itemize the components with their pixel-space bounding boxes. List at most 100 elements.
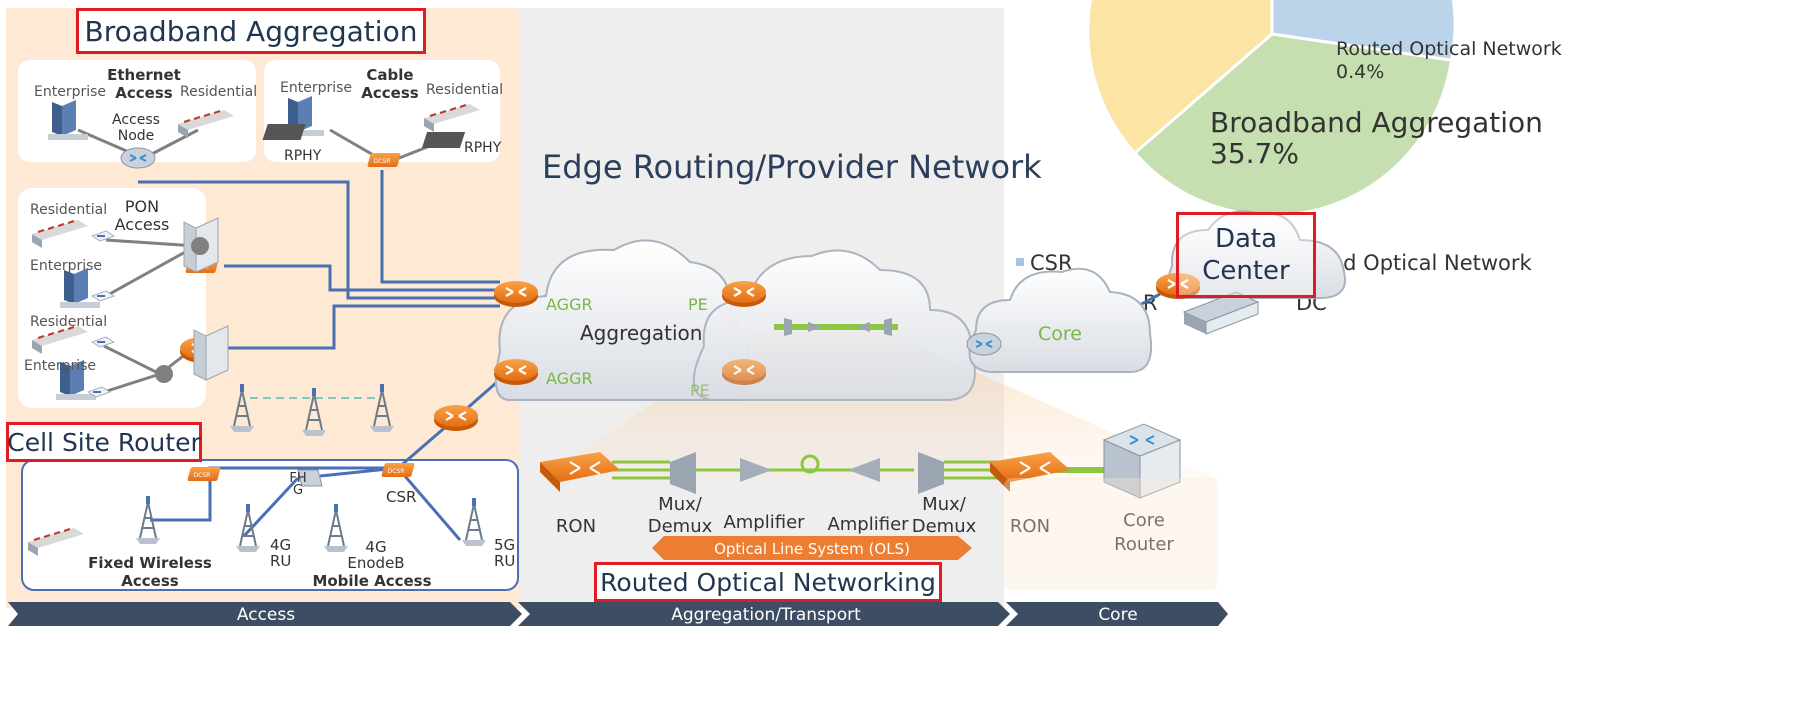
pe-bottom-label: PE bbox=[690, 381, 710, 400]
aggr-router-top bbox=[492, 279, 540, 309]
bar-transport bbox=[518, 602, 1010, 626]
bar-core-label: Core bbox=[1098, 605, 1137, 625]
4g-enodeb-label: EnodeB bbox=[347, 554, 404, 572]
highlight-cell-site-text: Cell Site Router bbox=[7, 427, 201, 457]
rphy-left-icon bbox=[262, 124, 306, 140]
amplifier-left-icon bbox=[740, 458, 772, 482]
ron-right-icon bbox=[990, 452, 1070, 492]
pie-label-ron-pct: 0.4% bbox=[1336, 61, 1384, 83]
dc-server-icon bbox=[1182, 291, 1260, 335]
pie-label-bb-name: Broadband Aggregation bbox=[1210, 106, 1543, 139]
amplifier-right-label: Amplifier bbox=[827, 514, 909, 535]
pie-slice-broadband bbox=[1136, 34, 1450, 214]
bar-transport-label: Aggregation/Transport bbox=[671, 605, 861, 625]
access-node-label: Access bbox=[112, 112, 160, 128]
pie-label-ron-name: Routed Optical Network bbox=[1336, 38, 1562, 60]
bar-access bbox=[8, 602, 522, 626]
4g-enodeb-label: 4G bbox=[365, 538, 386, 556]
cable-residential-label: Residential bbox=[426, 82, 503, 98]
ethernet-access-title: Ethernet bbox=[107, 66, 181, 84]
csr-label: CSR bbox=[386, 488, 416, 506]
highlight-broadband-aggregation: Broadband Aggregation bbox=[76, 8, 426, 54]
core-cloud bbox=[968, 267, 1152, 373]
highlight-cell-site-router: Cell Site Router bbox=[6, 422, 202, 462]
splitter-icon bbox=[191, 237, 209, 255]
bar-core bbox=[1006, 602, 1228, 626]
pon-links bbox=[77, 128, 441, 394]
core-cloud-router-icon bbox=[966, 332, 1002, 356]
mux-left-label: Demux bbox=[648, 516, 713, 537]
fixed-wireless-label: Access bbox=[121, 572, 178, 590]
fiber-spool-icon bbox=[800, 454, 820, 474]
5g-ru-label: RU bbox=[494, 552, 515, 570]
amplifier-left-label: Amplifier bbox=[723, 512, 805, 533]
ethernet-access-title: Access bbox=[115, 84, 172, 102]
aggr-router-bottom bbox=[492, 357, 540, 387]
access-node-label: Node bbox=[118, 128, 155, 144]
mobile-access-label: Mobile Access bbox=[312, 572, 431, 590]
olt-2-icon bbox=[193, 325, 229, 381]
4g-ru-label: RU bbox=[270, 552, 291, 570]
hub-router bbox=[432, 403, 480, 433]
pon-access-card bbox=[18, 188, 206, 408]
pie-label-bb-pct: 35.7% bbox=[1210, 137, 1299, 170]
core-router-panel bbox=[1004, 478, 1218, 590]
highlight-broadband-text: Broadband Aggregation bbox=[84, 14, 418, 48]
highlight-data-center-line2: Center bbox=[1202, 256, 1290, 286]
core-router-label: Router bbox=[1114, 534, 1174, 555]
rphy-right-label: RPHY bbox=[464, 140, 502, 156]
aggr-bottom-label: AGGR bbox=[546, 369, 593, 388]
mux-right-label: Demux bbox=[912, 516, 977, 537]
cable-access-title: Access bbox=[361, 84, 418, 102]
core-router-icon bbox=[1102, 423, 1182, 499]
ron-right-label: RON bbox=[1010, 516, 1050, 537]
fh-label: G bbox=[293, 483, 303, 498]
access-node-icon bbox=[120, 147, 156, 169]
fh-gateway-icon bbox=[297, 469, 323, 487]
ols-label: Optical Line System (OLS) bbox=[714, 540, 910, 558]
amplifier-right-icon bbox=[848, 458, 880, 482]
pon-enterprise-label-2: Enterprise bbox=[24, 358, 96, 374]
highlight-routed-optical-text: Routed Optical Networking bbox=[600, 567, 936, 597]
cable-router bbox=[367, 153, 401, 167]
cloud-fiber-icon bbox=[774, 318, 898, 336]
pie-slice-csr bbox=[1272, 0, 1454, 60]
ron-left-label: RON bbox=[556, 516, 596, 537]
rphy-left-label: RPHY bbox=[284, 148, 322, 164]
pe-router-bottom bbox=[720, 357, 768, 387]
mux-left-label: Mux/ bbox=[658, 494, 703, 515]
pon-access-title: Access bbox=[115, 215, 170, 234]
aggregation-cloud-label: Aggregation bbox=[580, 321, 702, 345]
pe-top-label: PE bbox=[688, 295, 708, 314]
mux-right-icon bbox=[918, 452, 944, 494]
pon-residential-label-2: Residential bbox=[30, 314, 107, 330]
fixed-wireless-label: Fixed Wireless bbox=[88, 554, 212, 572]
4g-ru-label: 4G bbox=[270, 536, 291, 554]
legend-fragment-c: ted Optical Network bbox=[1322, 251, 1533, 275]
ols-banner bbox=[652, 536, 972, 560]
csr-router bbox=[381, 463, 415, 477]
pon-residential-label-1: Residential bbox=[30, 202, 107, 218]
core-router-label: Core bbox=[1123, 510, 1165, 531]
rphy-right-icon bbox=[421, 132, 466, 148]
pie-chart bbox=[1089, 0, 1454, 214]
ron-left-icon bbox=[540, 452, 620, 492]
ethernet-enterprise-label: Enterprise bbox=[34, 84, 106, 100]
cable-access-title: Cable bbox=[366, 66, 413, 84]
fixed-wireless-router bbox=[187, 467, 221, 481]
highlight-data-center-line1: Data bbox=[1214, 223, 1278, 254]
highlight-routed-optical-networking: Routed Optical Networking bbox=[594, 562, 942, 602]
highlight-data-center: Data Center bbox=[1176, 212, 1316, 298]
splitter-icon bbox=[155, 365, 173, 383]
core-cloud-label: Core bbox=[1038, 323, 1082, 345]
mux-right-label: Mux/ bbox=[922, 494, 967, 515]
pe-router-top bbox=[720, 279, 768, 309]
cable-enterprise-label: Enterprise bbox=[280, 80, 352, 96]
bar-access-label: Access bbox=[237, 605, 295, 625]
pon-enterprise-label-1: Enterprise bbox=[30, 258, 102, 274]
edge-routing-title: Edge Routing/Provider Network bbox=[542, 148, 1042, 186]
pon-access-title: PON bbox=[125, 197, 159, 216]
legend-swatch-csr bbox=[1016, 258, 1024, 266]
ethernet-residential-label: Residential bbox=[180, 84, 257, 100]
